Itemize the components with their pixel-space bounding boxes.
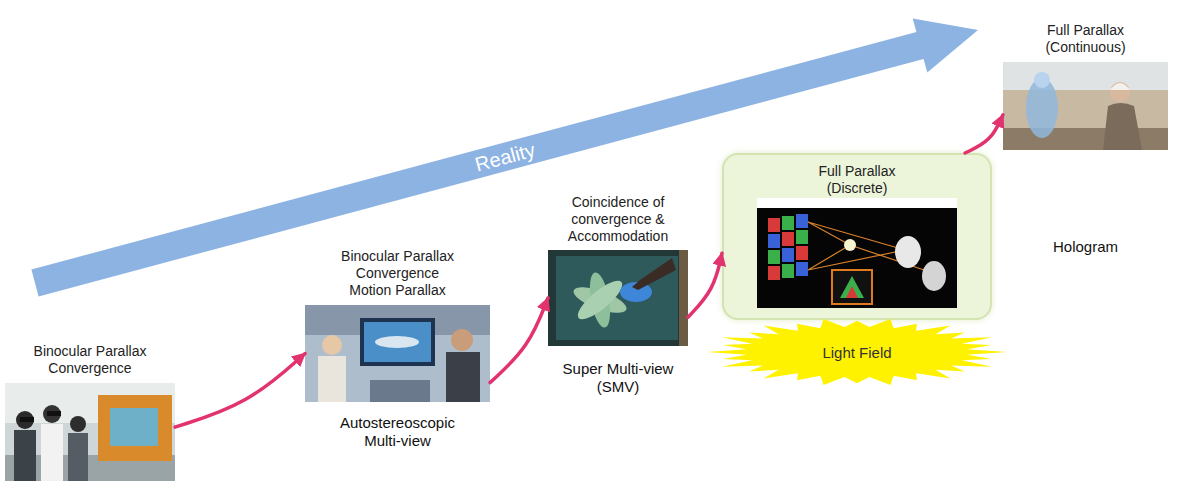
viewer-head [43, 405, 61, 423]
progress-arrow [965, 115, 1003, 153]
bench [1003, 128, 1168, 150]
person-head [451, 329, 473, 351]
photo-background [305, 305, 490, 402]
viewer-head [16, 411, 34, 429]
tv-screen [364, 322, 431, 362]
3d-glasses [20, 417, 34, 422]
stage-caption: Autostereoscopic Multi-view [328, 414, 468, 450]
badge-text: Light Field [822, 344, 891, 361]
light-field-photo [757, 198, 957, 308]
highlight-panel: Full Parallax (Discrete)Light Field [722, 153, 992, 320]
inset-rgb-prism [846, 286, 858, 298]
3d-glasses [47, 411, 61, 416]
flower-petal [571, 282, 630, 318]
stereo-glasses-photo [5, 383, 175, 481]
stage-photo-box: Full Parallax (Continuous) Hologram [1003, 22, 1168, 256]
person-body [446, 352, 480, 402]
photo-frame [548, 250, 688, 346]
inset-rgb-prism [840, 276, 864, 298]
hologram-head [1034, 72, 1050, 88]
autostereoscopic-photo [305, 305, 490, 402]
lens-grid-cell [796, 214, 808, 228]
statue-head [922, 261, 946, 291]
stage-photo-box: Binocular Parallax Convergence [5, 343, 175, 481]
display-screen [556, 256, 678, 340]
lens-grid-cell [768, 218, 780, 232]
connector-group [175, 115, 1003, 427]
photo-background [548, 250, 688, 346]
photo-frame [1003, 62, 1168, 150]
photo-frame [305, 305, 490, 402]
super-multiview-photo [548, 250, 688, 346]
photo-title-strip [757, 198, 957, 208]
reality-arrow [31, 19, 978, 297]
focal-glow [844, 239, 856, 251]
display-frame [679, 250, 688, 346]
viewer-body [68, 433, 88, 481]
lens-grid-cell [768, 234, 780, 248]
lens-grid-cell [782, 216, 794, 230]
stage-heading: Binocular Parallax Convergence Motion Pa… [338, 248, 458, 299]
old-man-hair [1110, 83, 1130, 90]
lens-grid-cell [782, 232, 794, 246]
flower-petal [586, 271, 613, 329]
stage-heading: Binocular Parallax Convergence [10, 343, 170, 377]
hologram-figure [1026, 78, 1058, 138]
person-head [322, 335, 342, 355]
hologram-photo [1003, 62, 1168, 150]
old-man-robe [1103, 103, 1142, 150]
pointing-hand [632, 258, 676, 290]
shark-image [375, 336, 419, 348]
lens-grid-cell [796, 246, 808, 260]
lens-grid-cell [768, 250, 780, 264]
photo-background [757, 198, 957, 308]
stage-caption: Super Multi-view (SMV) [553, 360, 683, 396]
old-man-head [1110, 82, 1130, 102]
photo-background [1003, 62, 1168, 150]
game-screen [98, 395, 172, 461]
photo-wall [305, 305, 490, 335]
photo-frame [757, 200, 957, 310]
tv-frame [360, 318, 435, 366]
game-screen-scene [110, 408, 158, 446]
ray-lines [808, 222, 930, 272]
photo-sky [1003, 62, 1168, 90]
stage-caption: Hologram [1021, 238, 1151, 256]
starburst-badge: Light Field [707, 318, 1007, 386]
progress-arrow [490, 298, 548, 383]
viewer-body [41, 424, 63, 481]
lens-grid-cell [796, 262, 808, 276]
photo-floor [5, 455, 175, 481]
flower-petal [573, 275, 627, 325]
lens-grid-cell [796, 230, 808, 244]
photo-background [5, 383, 175, 481]
photo-wall [5, 383, 175, 423]
viewer-body [14, 430, 36, 481]
stage-heading: Full Parallax (Continuous) [1031, 22, 1141, 56]
progress-arrow [175, 354, 305, 428]
stage-photo-box: Binocular Parallax Convergence Motion Pa… [305, 248, 490, 450]
statue-head [895, 236, 921, 268]
blue-object [620, 282, 652, 302]
lens-grid-cell [768, 266, 780, 280]
stage-heading: Coincidence of convergence & Accommodati… [558, 194, 678, 245]
progress-arrow [688, 253, 722, 317]
inset-frame [832, 270, 872, 304]
lens-grid-cell [782, 248, 794, 262]
person-body [318, 356, 346, 402]
table [370, 380, 430, 402]
starburst-shape [707, 319, 1007, 385]
photo-frame [5, 383, 175, 481]
panel-heading: Full Parallax (Discrete) [792, 163, 922, 197]
viewer-head [70, 416, 86, 432]
lens-grid-cell [782, 264, 794, 278]
stage-photo-box: Coincidence of convergence & Accommodati… [548, 194, 688, 396]
axis-label: Reality [472, 137, 537, 176]
